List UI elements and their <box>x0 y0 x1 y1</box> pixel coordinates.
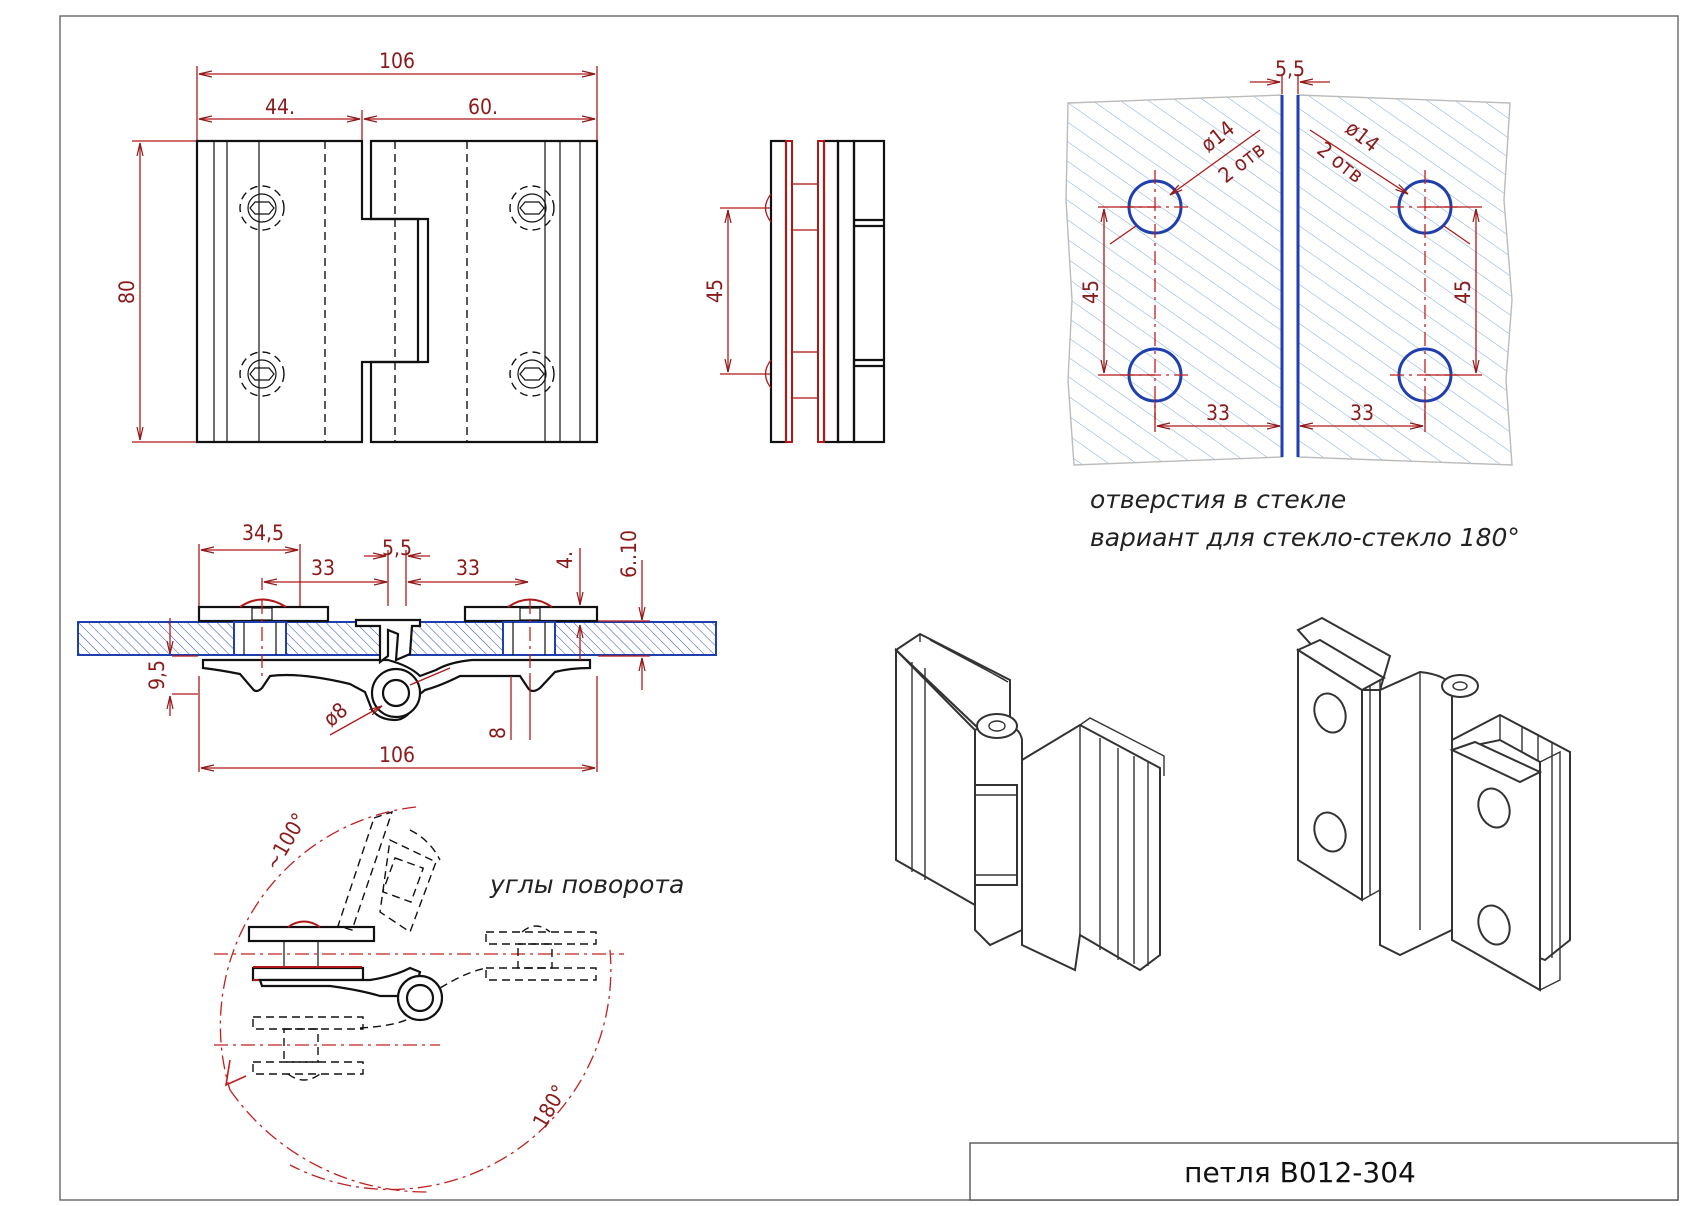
dim-rotation-full-angle: 180° <box>528 1081 572 1132</box>
dim-section-pin: ø8 <box>319 698 352 732</box>
dim-section-8: 8 <box>486 727 510 739</box>
title-block-label: петля B012-304 <box>1184 1156 1416 1189</box>
dim-section-4: 4. <box>553 551 577 569</box>
dim-section-33-right: 33 <box>456 556 480 580</box>
dim-glass-edge-left: 33 <box>1206 401 1230 425</box>
note-glass-holes-line2: вариант для стекло-стекло 180° <box>1090 523 1520 552</box>
dim-section-gap: 5,5 <box>382 536 412 560</box>
dim-section-overall-width: 106 <box>379 743 415 767</box>
dim-section-glass: 6..10 <box>617 530 641 578</box>
dim-front-right-leaf: 60. <box>468 95 498 119</box>
note-rotation-angles: углы поворота <box>489 870 684 899</box>
dim-glass-gap: 5,5 <box>1275 57 1305 81</box>
section-view: 34,5 33 5,5 33 4. 6..10 9,5 ø8 8 106 <box>77 521 717 772</box>
dim-glass-spacing-left: 45 <box>1079 280 1103 304</box>
dim-glass-spacing-right: 45 <box>1451 280 1475 304</box>
dim-rotation-open-angle: ~100° <box>260 809 311 874</box>
dim-front-overall-width: 106 <box>379 49 415 73</box>
sheet-border <box>59 15 1679 1201</box>
dim-side-hole-spacing: 45 <box>703 279 727 303</box>
dim-front-height: 80 <box>115 280 139 304</box>
rotation-view: ~100° 180° углы поворота <box>214 806 684 1193</box>
glass-holes-view: 5,5 ø14 2 отв ø14 2 отв 45 45 33 33 <box>1065 57 1513 466</box>
dim-section-34-5: 34,5 <box>242 521 284 545</box>
dim-section-9-5: 9,5 <box>145 660 169 690</box>
front-view: 106 44. 60. 80 <box>115 49 599 444</box>
isometric-view-back <box>1295 616 1571 992</box>
note-glass-holes-line1: отверстия в стекле <box>1090 485 1346 514</box>
title-block: петля B012-304 <box>969 1142 1679 1201</box>
side-view: 45 <box>703 139 886 444</box>
dim-front-left-leaf: 44. <box>265 95 295 119</box>
dim-section-33-left: 33 <box>311 556 335 580</box>
isometric-view-front <box>894 632 1165 972</box>
dim-glass-edge-right: 33 <box>1350 401 1374 425</box>
